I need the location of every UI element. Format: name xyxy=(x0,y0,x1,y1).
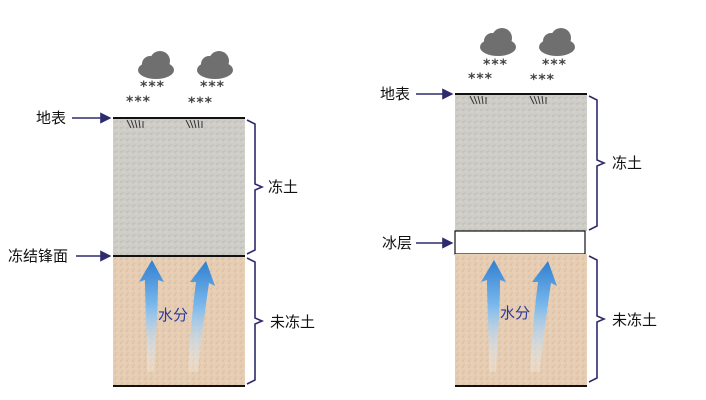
grass-tuft-icon xyxy=(469,95,487,105)
upward-moisture-arrow-icon xyxy=(481,260,506,372)
cloud-icon xyxy=(197,51,233,79)
frozen-soil-layer xyxy=(455,94,587,231)
upward-moisture-arrow-icon xyxy=(530,261,557,372)
surface-label: 地表 xyxy=(380,85,411,103)
brace-icon xyxy=(246,257,265,385)
unfrozen-soil-layer xyxy=(455,254,587,386)
snow-icon: *** xyxy=(126,94,151,110)
snow-icon: *** xyxy=(140,79,165,95)
ice-layer-label: 冰层 xyxy=(382,234,413,252)
ice-layer xyxy=(454,230,586,255)
frozen-soil-label: 冻土 xyxy=(268,178,299,196)
right-diagram xyxy=(416,28,607,387)
upward-moisture-arrow-icon xyxy=(188,261,215,372)
brace-icon xyxy=(588,95,607,231)
moisture-label: 水分 xyxy=(500,304,531,322)
grass-tuft-icon xyxy=(529,95,547,105)
snow-icon: *** xyxy=(188,95,213,111)
freezing-front-label: 冻结锋面 xyxy=(8,247,69,265)
upward-moisture-arrow-icon xyxy=(139,260,164,372)
frozen-soil-label: 冻土 xyxy=(612,154,643,172)
frozen-soil-layer xyxy=(113,118,245,256)
moisture-label: 水分 xyxy=(158,306,189,324)
snow-icon: *** xyxy=(542,57,567,73)
brace-icon xyxy=(246,119,265,255)
grass-tuft-icon xyxy=(126,119,144,129)
snow-icon: *** xyxy=(483,57,508,73)
unfrozen-soil-label: 未冻土 xyxy=(612,311,658,329)
snow-icon: *** xyxy=(200,79,225,95)
grass-tuft-icon xyxy=(185,119,203,129)
brace-icon xyxy=(588,255,607,383)
unfrozen-soil-layer xyxy=(113,256,245,386)
left-diagram xyxy=(72,51,265,387)
snow-icon: *** xyxy=(468,71,493,87)
surface-label: 地表 xyxy=(36,109,67,127)
snow-icon: *** xyxy=(530,72,555,88)
cloud-icon xyxy=(539,28,575,56)
unfrozen-soil-label: 未冻土 xyxy=(270,313,316,331)
cloud-icon xyxy=(138,51,174,79)
cloud-icon xyxy=(480,28,516,56)
